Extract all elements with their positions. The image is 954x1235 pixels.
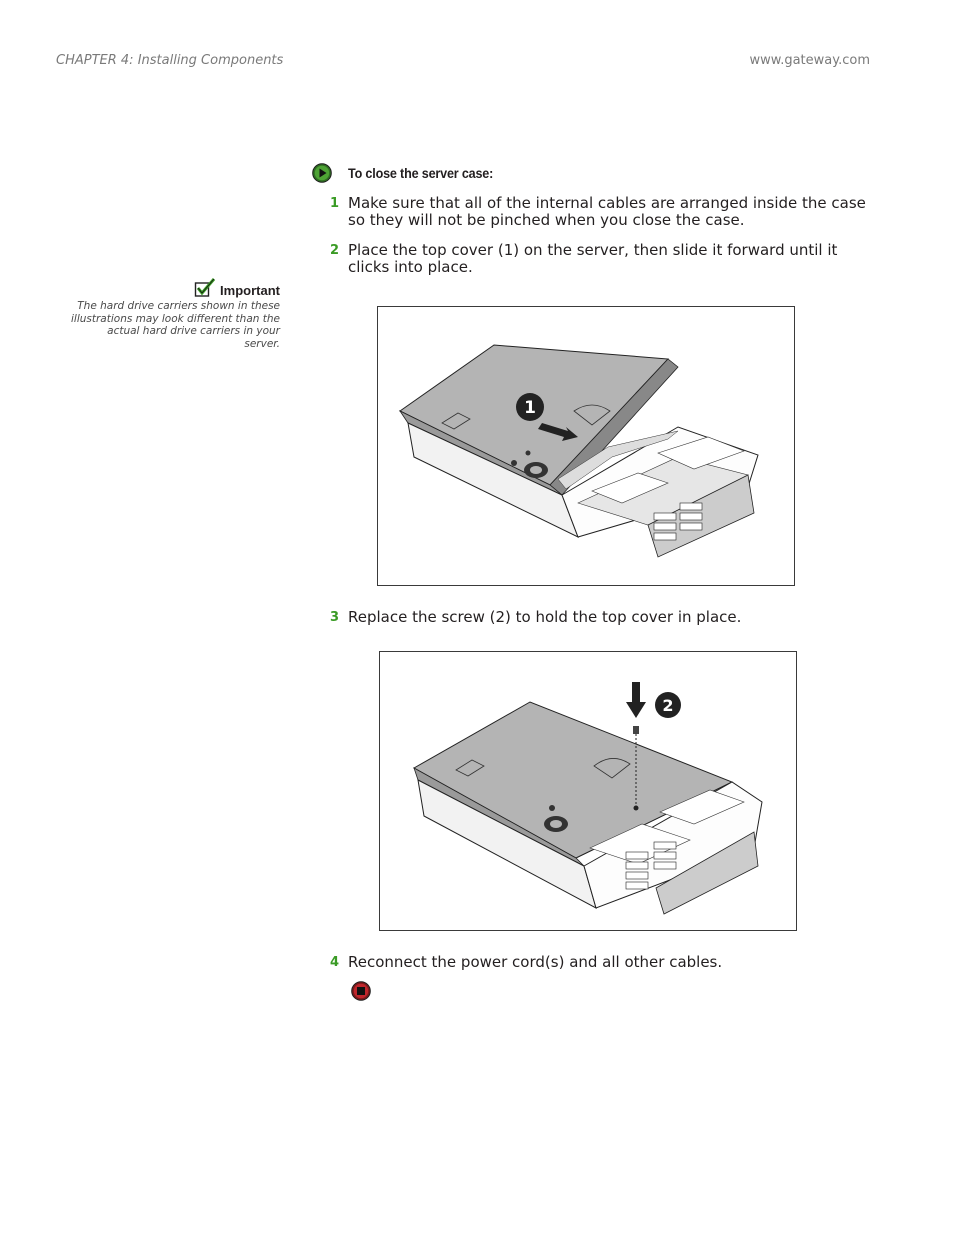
step-text: Reconnect the power cord(s) and all othe… (348, 953, 723, 971)
important-note: Important The hard drive carriers shown … (70, 278, 280, 350)
checkmark-icon (194, 278, 216, 297)
figure-replace-screw: 2 (379, 651, 797, 931)
step-4: 4 Reconnect the power cord(s) and all ot… (330, 954, 870, 971)
important-text: The hard drive carriers shown in these i… (70, 300, 280, 350)
procedure-title: To close the server case: (348, 165, 494, 181)
procedure-end-icon (351, 981, 371, 1001)
procedure-heading: To close the server case: (312, 163, 509, 183)
step-number: 2 (330, 243, 340, 258)
step-number: 1 (330, 196, 340, 211)
procedure-start-icon (312, 163, 332, 183)
step-1: 1 Make sure that all of the internal cab… (330, 195, 870, 229)
step-text: Place the top cover (1) on the server, t… (348, 241, 838, 276)
running-header-website: www.gateway.com (749, 53, 871, 68)
important-title: Important (220, 283, 280, 298)
server-illustration-screw: 2 (412, 682, 763, 915)
callout-1: 1 (524, 398, 536, 418)
figure-place-top-cover: 1 (377, 306, 795, 586)
callout-2: 2 (662, 696, 673, 715)
step-3: 3 Replace the screw (2) to hold the top … (330, 609, 870, 626)
step-text: Make sure that all of the internal cable… (348, 194, 866, 229)
server-illustration-cover-slide: 1 (398, 344, 759, 558)
step-number: 4 (330, 955, 340, 970)
step-2: 2 Place the top cover (1) on the server,… (330, 242, 870, 276)
step-text: Replace the screw (2) to hold the top co… (348, 608, 742, 626)
step-number: 3 (330, 610, 340, 625)
running-header-chapter: CHAPTER 4: Installing Components (56, 53, 284, 68)
